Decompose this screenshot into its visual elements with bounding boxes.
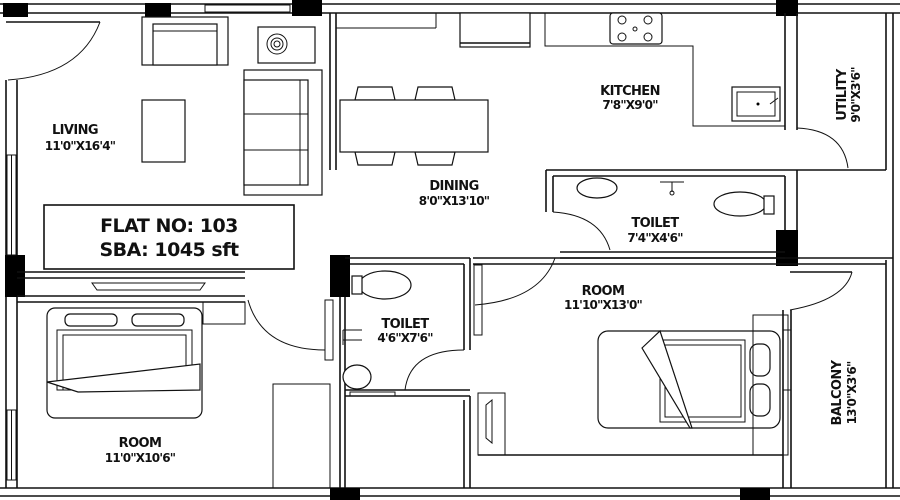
upper-toilet-fixtures bbox=[576, 177, 775, 217]
bed-icon bbox=[46, 307, 203, 419]
sink-icon bbox=[731, 86, 781, 122]
toilet-2-dims: 4'6"X7'6" bbox=[377, 331, 433, 345]
wash-basin-icon bbox=[576, 177, 618, 199]
dining-table-icon bbox=[339, 86, 489, 166]
flat-number-label: FLAT NO: 103 bbox=[100, 215, 238, 237]
wardrobe-icon bbox=[91, 282, 206, 291]
wash-basin-icon bbox=[342, 364, 372, 390]
toilet-1-label: TOILET bbox=[631, 216, 679, 231]
sofa-icon bbox=[243, 69, 323, 196]
room-2-dims: 11'10"X13'0" bbox=[564, 298, 642, 312]
room-labels: LIVING 11'0"X16'4" DINING 8'0"X13'10" KI… bbox=[45, 67, 863, 465]
coffee-table-icon bbox=[141, 99, 186, 163]
room-2-label: ROOM bbox=[582, 284, 625, 299]
window-icon bbox=[473, 264, 483, 336]
pillar-icon bbox=[3, 3, 28, 17]
kitchen-label: KITCHEN bbox=[600, 84, 660, 99]
dining-label: DINING bbox=[429, 179, 478, 194]
door-swing-icon bbox=[552, 211, 611, 251]
living-furniture bbox=[141, 16, 323, 196]
kitchen-dims: 7'8"X9'0" bbox=[602, 98, 658, 112]
stove-icon bbox=[609, 12, 663, 45]
kitchen-counter bbox=[336, 12, 785, 127]
room-1-dims: 11'0"X10'6" bbox=[105, 451, 176, 465]
door-swing-icon bbox=[789, 271, 853, 311]
info-box: FLAT NO: 103 SBA: 1045 sft bbox=[43, 204, 295, 270]
pillar-icon bbox=[330, 488, 360, 500]
interior-walls bbox=[17, 13, 893, 489]
room-1-label: ROOM bbox=[119, 436, 162, 451]
dining-dims: 8'0"X13'10" bbox=[419, 194, 490, 208]
pillar-icon bbox=[776, 0, 798, 16]
shower-icon bbox=[342, 329, 362, 345]
pillar-icon bbox=[145, 3, 171, 17]
side-table-icon bbox=[257, 26, 316, 64]
toilet-icon bbox=[351, 270, 412, 300]
door-swing-icon bbox=[796, 127, 849, 169]
doors bbox=[6, 21, 853, 391]
living-dims: 11'0"X16'4" bbox=[45, 139, 116, 153]
lower-toilet-fixtures bbox=[342, 270, 412, 397]
shower-icon bbox=[660, 181, 684, 196]
pillar-icon bbox=[5, 255, 25, 297]
utility-label: UTILITY bbox=[835, 68, 850, 121]
armchair-icon bbox=[141, 16, 229, 66]
window-icon bbox=[324, 299, 334, 361]
toilet-icon bbox=[713, 191, 775, 217]
balcony-dims: 13'0"X3'6" bbox=[845, 361, 859, 424]
toilet-1-dims: 7'4"X4'6" bbox=[627, 231, 683, 245]
pillar-icon bbox=[740, 488, 770, 500]
door-swing-icon bbox=[247, 299, 326, 351]
pillar-icon bbox=[292, 0, 322, 16]
toilet-2-label: TOILET bbox=[381, 317, 429, 332]
pillars bbox=[3, 0, 798, 500]
wardrobe-icon bbox=[477, 392, 506, 456]
window-icon bbox=[204, 4, 291, 13]
living-label: LIVING bbox=[52, 123, 98, 138]
pillar-icon bbox=[776, 230, 798, 266]
door-swing-icon bbox=[404, 349, 465, 391]
sba-label: SBA: 1045 sft bbox=[99, 239, 239, 261]
utility-dims: 9'0"X3'6" bbox=[849, 67, 863, 123]
bed-icon bbox=[597, 314, 789, 456]
door-swing-icon bbox=[474, 257, 556, 306]
balcony-label: BALCONY bbox=[830, 359, 845, 425]
window-icon bbox=[782, 329, 792, 391]
door-swing-icon bbox=[7, 21, 101, 81]
pillar-icon bbox=[330, 255, 350, 297]
